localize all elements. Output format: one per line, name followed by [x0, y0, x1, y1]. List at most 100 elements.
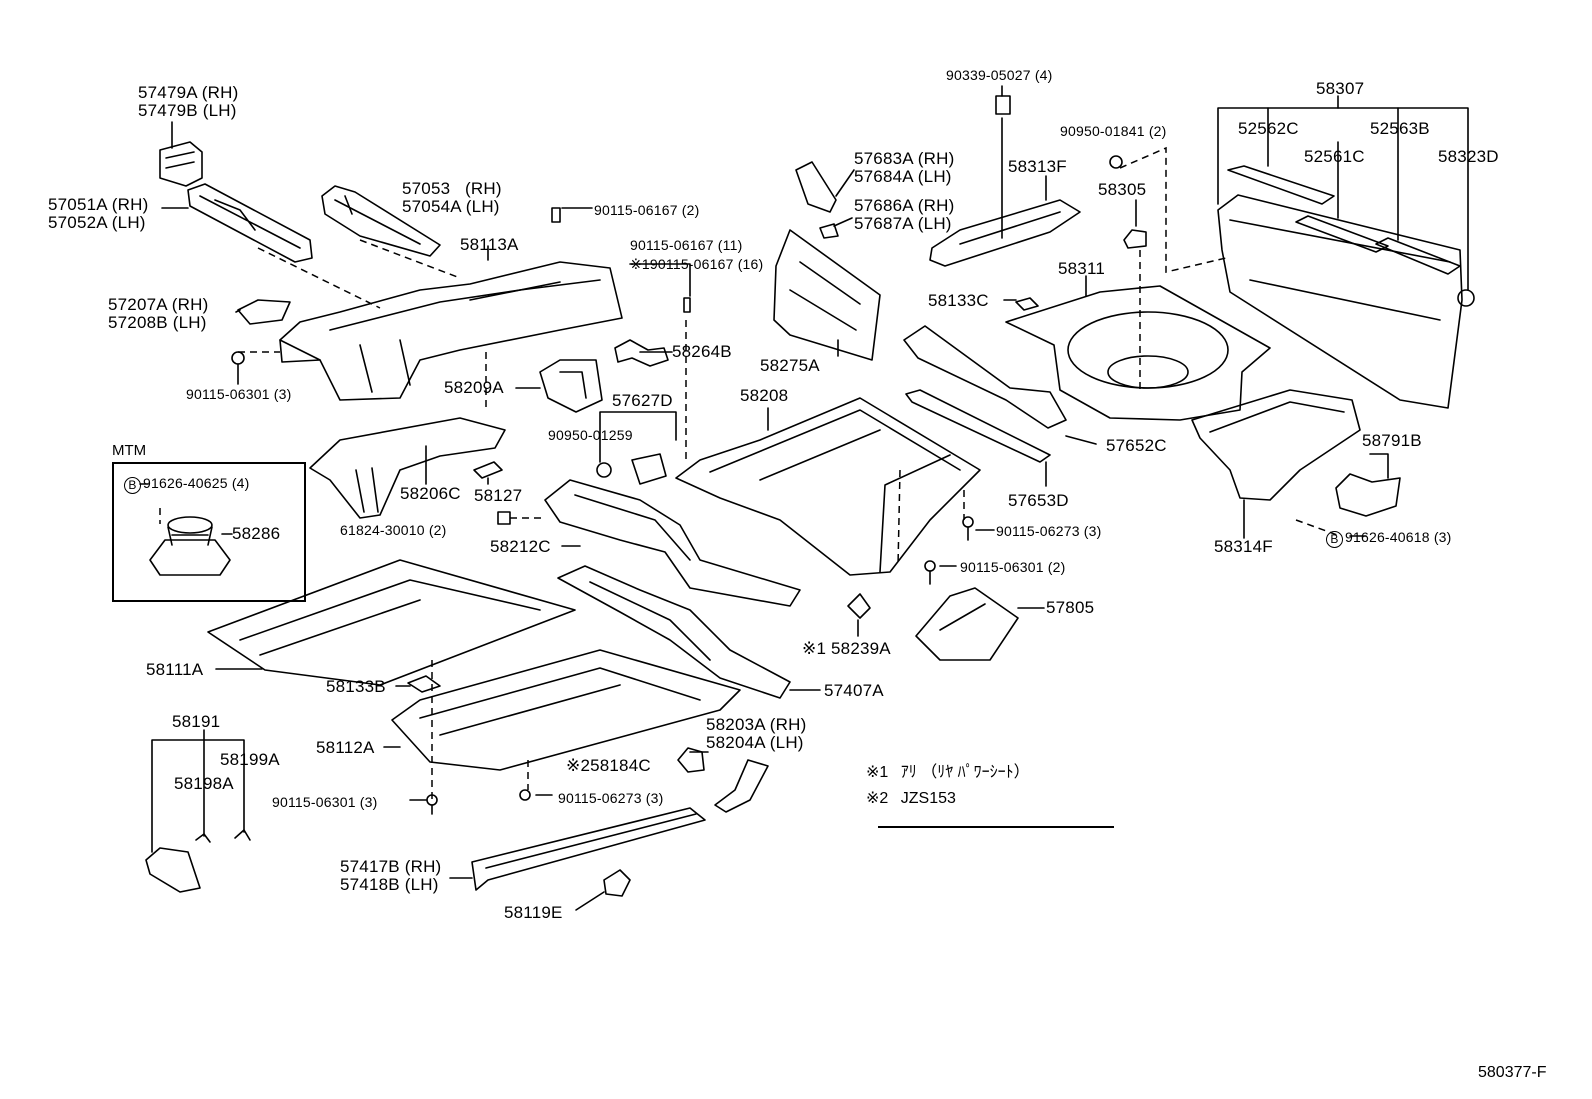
- label-58313F[interactable]: 58313F: [1008, 157, 1067, 176]
- bracket-57805-drawing: [915, 587, 1019, 661]
- floor-58113A-drawing: [279, 261, 623, 401]
- plate-58127-drawing: [473, 461, 503, 479]
- label-58305[interactable]: 58305: [1098, 180, 1147, 199]
- panel-58307-drawing: [1217, 194, 1463, 409]
- bracket-58203-drawing: [714, 759, 769, 813]
- figure-number: 580377-F: [1478, 1064, 1547, 1081]
- bracket-57683-drawing: [795, 161, 837, 213]
- floor-58208-drawing: [675, 397, 981, 576]
- label-58111A[interactable]: 58111A: [146, 660, 204, 679]
- label-90115-06301-3b[interactable]: 90115-06301 (3): [272, 794, 378, 810]
- label-58133C[interactable]: 58133C: [928, 291, 989, 310]
- note-2-mark: ※2: [866, 790, 889, 807]
- label-58113A[interactable]: 58113A: [460, 235, 519, 254]
- label-57652C[interactable]: 57652C: [1106, 436, 1167, 455]
- label-90115-06273-3b[interactable]: 90115-06273 (3): [558, 790, 664, 806]
- label-58191[interactable]: 58191: [172, 712, 221, 731]
- label-58206C[interactable]: 58206C: [400, 484, 461, 503]
- label-91626-40618-text: 91626-40618 (3): [1345, 529, 1452, 545]
- label-57407A[interactable]: 57407A: [824, 681, 884, 700]
- grommet-58239A-drawing: [847, 593, 871, 619]
- clip-58264B-drawing: [614, 339, 669, 367]
- label-57051[interactable]: 57051A (RH) 57052A (LH): [48, 195, 149, 232]
- bolt-drawings: [231, 207, 974, 815]
- label-57207[interactable]: 57207A (RH) 57208B (LH): [108, 295, 209, 332]
- bracket-57479-drawing: [159, 141, 203, 187]
- label-91626-40625-text: 91626-40625 (4): [143, 475, 250, 491]
- leader-lines: [139, 85, 1469, 911]
- note-1-text: ｱﾘ （ﾘﾔ ﾊﾟﾜｰｼｰﾄ）: [900, 764, 1030, 781]
- label-58791B[interactable]: 58791B: [1362, 431, 1422, 450]
- label-57479[interactable]: 57479A (RH) 57479B (LH): [138, 83, 239, 120]
- panel-58314F-drawing: [1191, 389, 1361, 501]
- label-90115-06301-3a[interactable]: 90115-06301 (3): [186, 386, 292, 402]
- label-58212C[interactable]: 58212C: [490, 537, 551, 556]
- label-57627D[interactable]: 57627D: [612, 391, 673, 410]
- plate-57686-drawing: [819, 223, 839, 239]
- collar-90339-drawing: [995, 95, 1011, 115]
- label-58286[interactable]: 58286: [232, 524, 281, 543]
- label-58239A[interactable]: ※1 58239A: [802, 639, 891, 658]
- label-52563B[interactable]: 52563B: [1370, 119, 1430, 138]
- plug-57627D-drawing: [631, 453, 667, 485]
- note-2-text: JZS153: [900, 790, 956, 807]
- label-90115-06167-11[interactable]: 90115-06167 (11) ※190115-06167 (16): [630, 237, 764, 272]
- label-90950-01259[interactable]: 90950-01259: [548, 427, 633, 443]
- label-58208[interactable]: 58208: [740, 386, 789, 405]
- mtm-box: [112, 462, 306, 602]
- label-58112A[interactable]: 58112A: [316, 738, 375, 757]
- label-58198A[interactable]: 58198A: [174, 774, 234, 793]
- label-58203[interactable]: 58203A (RH) 58204A (LH): [706, 715, 807, 752]
- label-58133B[interactable]: 58133B: [326, 677, 386, 696]
- reinforcement-58212C-drawing: [544, 479, 801, 607]
- label-58184C[interactable]: ※258184C: [566, 756, 651, 775]
- strip-52563B-drawing: [1375, 237, 1461, 275]
- bracket-58313F-drawing: [929, 199, 1081, 267]
- bracket-58791B-drawing: [1335, 473, 1401, 517]
- label-90339[interactable]: 90339-05027 (4): [946, 67, 1053, 83]
- label-57653D[interactable]: 57653D: [1008, 491, 1069, 510]
- label-52562C[interactable]: 52562C: [1238, 119, 1299, 138]
- label-57417[interactable]: 57417B (RH) 57418B (LH): [340, 857, 442, 894]
- member-57653D-drawing: [905, 389, 1051, 463]
- label-57805[interactable]: 57805: [1046, 598, 1095, 617]
- label-90115-06167-2[interactable]: 90115-06167 (2): [594, 202, 700, 218]
- bracket-58191-drawing: [145, 829, 251, 893]
- label-57686[interactable]: 57686A (RH) 57687A (LH): [854, 196, 955, 233]
- label-58264B[interactable]: 58264B: [672, 342, 732, 361]
- member-57053-drawing: [321, 185, 441, 257]
- crossmember-57652C-drawing: [903, 325, 1067, 429]
- label-58275A[interactable]: 58275A: [760, 356, 820, 375]
- note-1: ※1 ｱﾘ （ﾘﾔ ﾊﾟﾜｰｼｰﾄ）: [866, 764, 1030, 782]
- label-58119E[interactable]: 58119E: [504, 903, 563, 922]
- boot-58286-drawing: [149, 516, 231, 576]
- strip-52561C-drawing: [1295, 215, 1389, 253]
- label-90950-01841[interactable]: 90950-01841 (2): [1060, 123, 1167, 139]
- mtm-title: MTM: [112, 442, 147, 459]
- spare-tire-pan-58311-drawing: [1005, 285, 1271, 421]
- label-58323D[interactable]: 58323D: [1438, 147, 1499, 166]
- cap-58119E-drawing: [603, 869, 631, 897]
- strip-52562C-drawing: [1227, 165, 1335, 205]
- label-57683[interactable]: 57683A (RH) 57684A (LH): [854, 149, 955, 186]
- label-58314F[interactable]: 58314F: [1214, 537, 1273, 556]
- label-57053[interactable]: 57053 (RH) 57054A (LH): [402, 179, 502, 216]
- label-58199A[interactable]: 58199A: [220, 750, 280, 769]
- label-61824[interactable]: 61824-30010 (2): [340, 522, 447, 538]
- label-58307[interactable]: 58307: [1316, 79, 1365, 98]
- label-90115-06273-3a[interactable]: 90115-06273 (3): [996, 523, 1102, 539]
- label-90115-06301-2[interactable]: 90115-06301 (2): [960, 559, 1066, 575]
- rocker-57417-drawing: [471, 807, 706, 891]
- label-58311[interactable]: 58311: [1058, 259, 1106, 278]
- label-52561C[interactable]: 52561C: [1304, 147, 1365, 166]
- crossmember-58206C-drawing: [309, 417, 506, 519]
- bolt-b-symbol: B: [124, 477, 141, 494]
- label-58127[interactable]: 58127: [474, 486, 523, 505]
- tunnel-57407A-drawing: [557, 565, 791, 699]
- floor-58112A-drawing: [391, 649, 741, 771]
- note-divider: [878, 826, 1114, 828]
- label-58209A[interactable]: 58209A: [444, 378, 504, 397]
